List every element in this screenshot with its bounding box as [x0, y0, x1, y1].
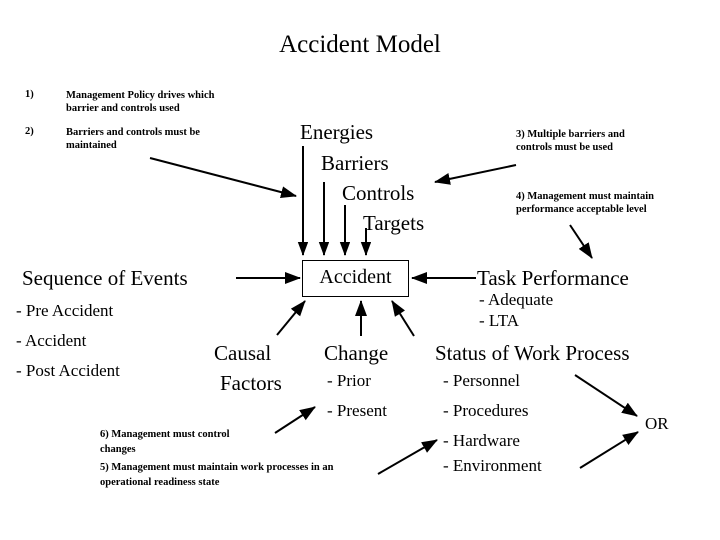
note-2-line1: Barriers and controls must be	[66, 127, 200, 138]
sequence-item-pre-accident: - Pre Accident	[16, 301, 114, 320]
staircase-item-barriers: Barriers	[321, 151, 389, 175]
arrow-note4-to-task-performance	[569, 224, 593, 259]
sequence-of-events-heading: Sequence of Events	[22, 266, 188, 290]
task-performance-item-adequate: - Adequate	[479, 290, 554, 309]
task-performance-item-lta: - LTA	[479, 311, 520, 330]
note-3-line1: 3) Multiple barriers and	[516, 129, 625, 140]
note-5-line1: 5) Management must maintain work process…	[100, 462, 334, 473]
sequence-item-accident: - Accident	[16, 331, 87, 350]
arrow-upper-to-or	[574, 374, 638, 417]
arrow-note5-to-hardware	[377, 439, 438, 475]
work-process-item-hardware: - Hardware	[443, 431, 520, 450]
note-1-number: 1)	[25, 89, 34, 100]
arrow-lower-to-or	[579, 431, 639, 469]
staircase-item-energies: Energies	[300, 120, 374, 144]
note-4-line1: 4) Management must maintain	[516, 191, 654, 202]
work-process-heading: Status of Work Process	[435, 341, 630, 365]
note-2-line2: maintained	[66, 140, 117, 151]
sequence-item-post-accident: - Post Accident	[16, 361, 120, 380]
arrow-note2-to-staircase	[149, 157, 297, 199]
work-process-item-procedures: - Procedures	[443, 401, 529, 420]
note-3-line2: controls must be used	[516, 142, 613, 153]
note-4-line2: performance acceptable level	[516, 204, 647, 215]
page-title: Accident Model	[279, 31, 441, 58]
task-performance-heading: Task Performance	[477, 266, 629, 290]
work-process-item-personnel: - Personnel	[443, 371, 520, 390]
causal-factors-heading-line2: Factors	[220, 371, 282, 395]
or-logic-label: OR	[645, 414, 669, 433]
causal-factors-heading-line1: Causal	[214, 341, 272, 365]
note-5-line2: operational readiness state	[100, 477, 220, 488]
arrow-causal-factors-to-accident	[276, 300, 306, 336]
work-process-item-environment: - Environment	[443, 456, 542, 475]
staircase-item-controls: Controls	[342, 181, 415, 205]
note-6-line1: 6) Management must control	[100, 429, 230, 440]
change-heading: Change	[324, 341, 389, 365]
accident-box-label: Accident	[319, 266, 392, 288]
note-6-line2: changes	[100, 444, 136, 455]
arrow-note3-to-controls	[434, 164, 517, 185]
arrow-note6-to-present	[274, 406, 316, 434]
note-1-line1: Management Policy drives which	[66, 90, 215, 101]
accident-box: Accident	[302, 260, 409, 297]
staircase-item-targets: Targets	[363, 211, 425, 235]
change-item-present: - Present	[327, 401, 387, 420]
arrow-work-process-to-accident	[391, 300, 415, 337]
note-1-line2: barrier and controls used	[66, 103, 180, 114]
change-item-prior: - Prior	[327, 371, 371, 390]
note-2-number: 2)	[25, 126, 34, 137]
